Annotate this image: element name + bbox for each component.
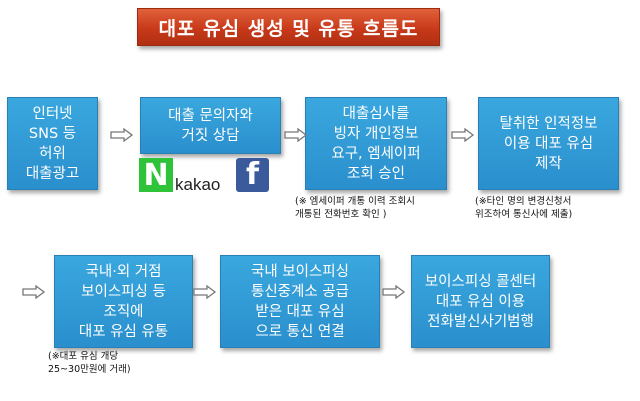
step-5-line: 보이스피싱 등 (81, 283, 166, 300)
step-3-line: 요구, 엠세이퍼 (331, 145, 421, 162)
step-7-line: 보이스피싱 콜센터 (424, 273, 537, 290)
step-4-line: 탈취한 인적정보 (499, 115, 598, 132)
kakao-logo: kakao (175, 175, 221, 194)
right-arrow-icon (22, 285, 46, 299)
right-arrow-icon (193, 285, 217, 299)
step-3-box: 대출심사를 빙자 개인정보 요구, 엠세이퍼 조회 승인 (305, 97, 447, 190)
step-2-line: 거짓 상담 (181, 127, 240, 144)
step-6-line: 받은 대포 유심 (255, 303, 345, 320)
note-line: 개통된 전화번호 확인 ) (295, 209, 387, 220)
step-5-note: (※대포 유심 개당 25~30만원에 거래) (48, 350, 131, 376)
step-3-line: 대출심사를 (342, 105, 410, 122)
step-5-line: 대포 유심 유통 (78, 323, 169, 340)
right-arrow-icon (451, 128, 475, 142)
step-4-box: 탈취한 인적정보 이용 대포 유심 제작 (478, 97, 619, 190)
step-4-note: (※타인 명의 변경신청서 위조하여 통신사에 제출) (475, 195, 572, 221)
step-3-note: (※ 엠세이퍼 개통 이력 조회시 개통된 전화번호 확인 ) (295, 195, 415, 221)
step-3-line: 빙자 개인정보 (333, 125, 419, 142)
step-3-line: 조회 승인 (347, 165, 405, 182)
step-1-box: 인터넷 SNS 등 허위 대출광고 (7, 97, 98, 190)
facebook-logo-icon: f (236, 157, 269, 192)
note-line: (※ 엠세이퍼 개통 이력 조회시 (295, 196, 415, 207)
note-line: (※타인 명의 변경신청서 (475, 196, 572, 207)
step-5-line: 조직에 (103, 303, 144, 320)
step-1-line: 인터넷 (32, 105, 73, 122)
right-arrow-icon (110, 128, 134, 142)
note-line: (※대포 유심 개당 (48, 351, 119, 362)
step-5-box: 국내·외 거점 보이스피싱 등 조직에 대포 유심 유통 (54, 255, 193, 348)
step-2-line: 대출 문의자와 (168, 107, 253, 124)
step-6-line: 통신중계소 공급 (251, 283, 349, 300)
step-1-line: 허위 (39, 145, 66, 162)
step-6-line: 국내 보이스피싱 (251, 263, 349, 280)
right-arrow-icon (284, 128, 308, 142)
step-7-line: 전화발신사기범행 (427, 313, 534, 330)
note-line: 위조하여 통신사에 제출) (475, 209, 573, 220)
naver-logo-icon: N (139, 158, 173, 193)
diagram-title: 대포 유심 생성 및 유통 흐름도 (137, 8, 440, 46)
step-4-line: 제작 (535, 155, 562, 172)
step-7-box: 보이스피싱 콜센터 대포 유심 이용 전화발신사기범행 (411, 255, 550, 348)
step-5-line: 국내·외 거점 (85, 263, 162, 280)
step-7-line: 대포 유심 이용 (435, 293, 526, 310)
step-4-line: 이용 대포 유심 (503, 135, 594, 152)
step-2-box: 대출 문의자와 거짓 상담 (140, 97, 281, 154)
step-1-line: 대출광고 (25, 165, 80, 182)
step-6-box: 국내 보이스피싱 통신중계소 공급 받은 대포 유심 으로 통신 연결 (220, 255, 380, 348)
step-6-line: 으로 통신 연결 (255, 323, 345, 340)
right-arrow-icon (382, 285, 406, 299)
note-line: 25~30만원에 거래) (48, 364, 131, 375)
step-1-line: SNS 등 (28, 125, 77, 142)
